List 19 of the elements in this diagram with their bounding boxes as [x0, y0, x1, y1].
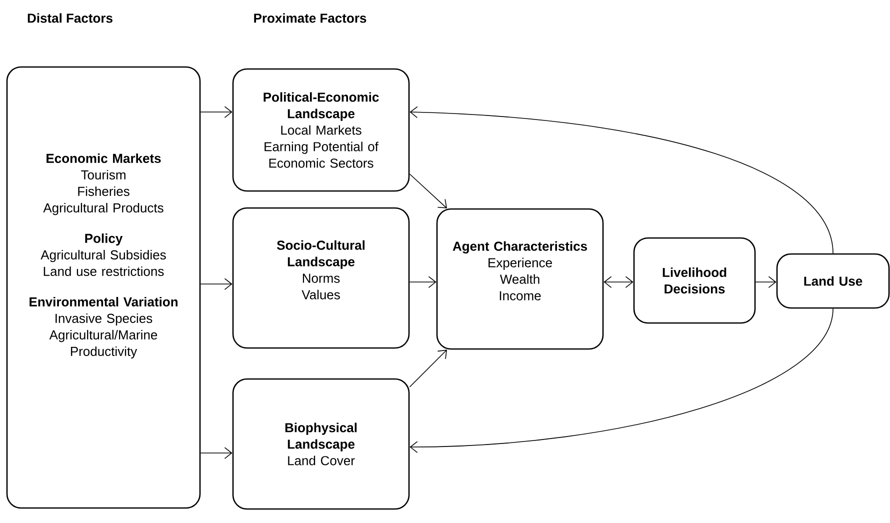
arrow: [200, 106, 232, 118]
arrow: [410, 308, 834, 453]
arrow: [409, 276, 436, 288]
process-box: Economic Markets Tourism Fisheries Agricultural Products Policy Agricultural Subsidies Land use restrictions Environmental Variation Invasive Species Agricultural/Marine Productivity: [6, 66, 201, 509]
process-box: Biophysical Landscape Land Cover: [232, 378, 410, 510]
arrow: [410, 106, 834, 254]
arrow: [409, 350, 447, 388]
column-heading: Proximate Factors: [254, 13, 366, 23]
arrow: [604, 276, 634, 288]
process-box: Political-Economic Landscape Local Markets Earning Potential of Economic Sectors: [232, 68, 410, 192]
process-box: Socio-Cultural Landscape Norms Values: [232, 207, 410, 349]
arrow: [200, 278, 232, 290]
column-heading: Distal Factors: [28, 13, 112, 23]
process-box: Agent Characteristics Experience Wealth Income: [436, 208, 604, 350]
arrow: [755, 276, 776, 288]
process-box: Livelihood Decisions: [633, 237, 756, 324]
arrow: [200, 447, 232, 459]
arrow: [409, 174, 447, 208]
process-box: Land Use: [776, 253, 890, 309]
